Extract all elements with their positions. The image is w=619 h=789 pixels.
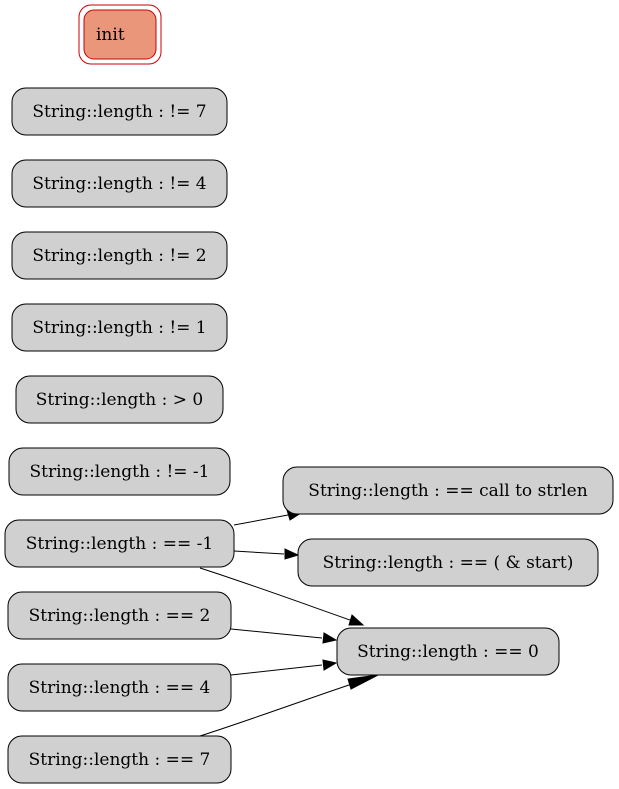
- arrowhead-icon: [347, 674, 379, 690]
- node-label: String::length : == 0: [357, 642, 539, 662]
- node-ne-7: String::length : != 7: [11, 87, 228, 136]
- node-label: String::length : > 0: [36, 390, 203, 410]
- node-label: String::length : == 2: [29, 606, 211, 626]
- node-label: String::length : == ( & start): [323, 553, 574, 573]
- node-eq-4: String::length : == 4: [7, 663, 232, 712]
- node-eq-neg1: String::length : == -1: [4, 519, 235, 568]
- edge-eq4-to-eq0: [230, 664, 323, 676]
- node-eq-strlen: String::length : == call to strlen: [282, 466, 614, 515]
- node-label: String::length : != 1: [32, 318, 206, 338]
- node-ne-2: String::length : != 2: [11, 231, 228, 280]
- node-eq-start: String::length : == ( & start): [297, 538, 599, 587]
- node-label-init: init: [96, 25, 125, 45]
- node-label: String::length : == call to strlen: [308, 481, 587, 501]
- node-ne-4: String::length : != 4: [11, 159, 228, 208]
- arrowhead-icon: [322, 632, 338, 644]
- node-ne-1: String::length : != 1: [11, 303, 228, 352]
- arrowhead-icon: [284, 548, 300, 560]
- edges-layer: [199, 509, 379, 737]
- node-ne-neg1: String::length : != -1: [8, 447, 231, 496]
- node-label: String::length : != 4: [32, 174, 206, 194]
- node-init: init: [78, 4, 162, 65]
- arrowhead-icon: [348, 614, 365, 626]
- edge-eqNeg1-to-strlen: [233, 514, 289, 526]
- arrowhead-icon: [322, 659, 338, 671]
- edge-eqNeg1-to-start: [233, 550, 285, 555]
- node-eq-7: String::length : == 7: [7, 735, 232, 784]
- node-eq-0: String::length : == 0: [336, 627, 560, 676]
- edge-eq7-to-eq0: [199, 683, 353, 737]
- node-label: String::length : == 7: [29, 750, 211, 770]
- node-label: String::length : != 7: [32, 102, 206, 122]
- edge-eq2-to-eq0: [230, 628, 323, 639]
- node-label: String::length : != -1: [29, 462, 209, 482]
- node-label: String::length : == 4: [29, 678, 211, 698]
- edge-eqNeg1-to-eq0: [199, 567, 351, 621]
- node-gt-0: String::length : > 0: [15, 375, 224, 424]
- node-label: String::length : != 2: [32, 246, 206, 266]
- node-label: String::length : == -1: [26, 534, 213, 554]
- node-eq-2: String::length : == 2: [7, 591, 232, 640]
